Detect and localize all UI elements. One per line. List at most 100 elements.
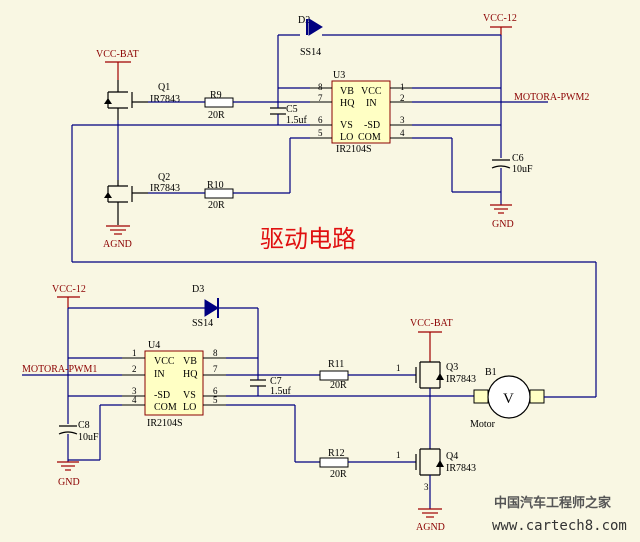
u4-right-pin-2-num: 6 bbox=[213, 386, 218, 396]
q4-gate-pin-num: 1 bbox=[396, 450, 401, 460]
mosfet-q4: Q4 IR7843 bbox=[415, 448, 476, 476]
gnd-bottom-label: GND bbox=[58, 477, 80, 488]
u4-left-pin-3-num: 4 bbox=[132, 395, 137, 405]
q3-gate-pin-num: 1 bbox=[396, 363, 401, 373]
u4-left-pin-2-num: 3 bbox=[132, 386, 137, 396]
u3-right-pin-1-name: IN bbox=[366, 98, 377, 109]
motora-pwm2-label: MOTORA-PWM2 bbox=[514, 92, 589, 103]
u4-right-pin-2-name: VS bbox=[183, 390, 196, 401]
r9-value: 20R bbox=[208, 110, 225, 121]
r11-value: 20R bbox=[330, 380, 347, 391]
u3-left-pin-2-name: VS bbox=[340, 120, 353, 131]
u4-right-pin-3-name: LO bbox=[183, 402, 196, 413]
u4-right-pin-1-name: HQ bbox=[183, 369, 198, 380]
u4-left-pin-0-name: VCC bbox=[154, 356, 175, 367]
mosfet-q1: Q1 IR7843 bbox=[104, 80, 180, 120]
resistor-r9: R9 20R bbox=[204, 90, 234, 121]
r9-ref: R9 bbox=[210, 90, 222, 101]
u3-right-pin-2-name: -SD bbox=[364, 120, 380, 131]
gnd-bottom-symbol: GND bbox=[57, 461, 80, 488]
gnd-top-symbol: GND bbox=[490, 204, 514, 230]
u4-right-pin-3-num: 5 bbox=[213, 395, 218, 405]
mosfet-q2: Q2 IR7843 bbox=[104, 172, 180, 225]
q3-value: IR7843 bbox=[446, 374, 476, 385]
u3-right-pin-1-num: 2 bbox=[400, 93, 405, 103]
resistor-r10: R10 20R bbox=[204, 180, 234, 211]
c8-value: 10uF bbox=[78, 432, 99, 443]
u4-part: IR2104S bbox=[147, 418, 183, 429]
u3-left-pin-1-name: HQ bbox=[340, 98, 355, 109]
b1-ref: B1 bbox=[485, 367, 497, 378]
capacitor-c5: C5 1.5uf bbox=[270, 104, 308, 126]
c8-ref: C8 bbox=[78, 420, 90, 431]
q2-ref: Q2 bbox=[158, 172, 170, 183]
u3-part: IR2104S bbox=[336, 144, 372, 155]
motor-b1: B1 V Motor bbox=[470, 367, 545, 430]
u4-right-pin-0-name: VB bbox=[183, 356, 197, 367]
diode-d3: D3 SS14 bbox=[192, 284, 219, 329]
c6-value: 10uF bbox=[512, 164, 533, 175]
q1-ref: Q1 bbox=[158, 82, 170, 93]
agnd-bottom-label: AGND bbox=[416, 522, 445, 533]
r12-value: 20R bbox=[330, 469, 347, 480]
agnd-top-symbol: AGND bbox=[103, 225, 132, 250]
watermark-cn: 中国汽车工程师之家 bbox=[494, 495, 612, 511]
u4-left-pin-1-num: 2 bbox=[132, 364, 137, 374]
c7-ref: C7 bbox=[270, 376, 282, 387]
vcc12-top-symbol: VCC-12 bbox=[483, 13, 517, 35]
vccbat-top-label: VCC-BAT bbox=[96, 49, 139, 60]
d2-ref: D2 bbox=[298, 15, 310, 26]
u3-left-pin-3-name: LO bbox=[340, 132, 353, 143]
u4-right-pin-0-num: 8 bbox=[213, 348, 218, 358]
motora-pwm1-label: MOTORA-PWM1 bbox=[22, 364, 97, 375]
vcc12-bottom-symbol: VCC-12 bbox=[52, 284, 86, 308]
u3-ref: U3 bbox=[333, 70, 345, 81]
u4-left-pin-3-name: COM bbox=[154, 402, 177, 413]
mosfet-q3: Q3 IR7843 bbox=[415, 361, 476, 389]
circuit-title: 驱动电路 bbox=[260, 225, 356, 253]
r10-value: 20R bbox=[208, 200, 225, 211]
capacitor-c6: C6 10uF bbox=[491, 153, 533, 175]
u4-left-pin-1-name: IN bbox=[154, 369, 165, 380]
c7-value: 1.5uf bbox=[270, 386, 292, 397]
q1-value: IR7843 bbox=[150, 94, 180, 105]
u3-left-pin-3-num: 5 bbox=[318, 128, 323, 138]
c5-value: 1.5uf bbox=[286, 115, 308, 126]
q4-ref: Q4 bbox=[446, 451, 458, 462]
u3-right-pin-0-num: 1 bbox=[400, 82, 405, 92]
capacitor-c8: C8 10uF bbox=[58, 420, 99, 443]
u3-left-pin-0-num: 8 bbox=[318, 82, 323, 92]
resistor-r11: R11 20R bbox=[319, 359, 349, 391]
r11-ref: R11 bbox=[328, 359, 344, 370]
ic-u3: U3 IR2104S VB HQ VS LO VCC IN -SD COM 8 … bbox=[318, 70, 405, 155]
diode-d2: D2 SS14 bbox=[298, 15, 323, 58]
q3-ref: Q3 bbox=[446, 362, 458, 373]
vcc12-top-label: VCC-12 bbox=[483, 13, 517, 24]
agnd-bottom-symbol: AGND bbox=[416, 508, 445, 533]
u3-right-pin-2-num: 3 bbox=[400, 115, 405, 125]
u3-left-pin-2-num: 6 bbox=[318, 115, 323, 125]
u3-left-pin-1-num: 7 bbox=[318, 93, 323, 103]
q4-value: IR7843 bbox=[446, 463, 476, 474]
capacitor-c7: C7 1.5uf bbox=[250, 376, 292, 397]
motor-symbol: V bbox=[503, 391, 514, 407]
u3-right-pin-3-num: 4 bbox=[400, 128, 405, 138]
b1-value: Motor bbox=[470, 419, 496, 430]
u4-right-pin-1-num: 7 bbox=[213, 364, 218, 374]
u3-right-pin-3-name: COM bbox=[358, 132, 381, 143]
watermark-url: www.cartech8.com bbox=[492, 518, 627, 534]
q4-source-pin-num: 3 bbox=[424, 482, 429, 492]
u4-ref: U4 bbox=[148, 340, 160, 351]
r12-ref: R12 bbox=[328, 448, 345, 459]
vccbat-top-symbol: VCC-BAT bbox=[96, 49, 139, 80]
u3-right-pin-0-name: VCC bbox=[361, 86, 382, 97]
c6-ref: C6 bbox=[512, 153, 524, 164]
vccbat-bottom-symbol: VCC-BAT bbox=[410, 318, 453, 362]
d2-value: SS14 bbox=[300, 47, 321, 58]
u3-left-pin-0-name: VB bbox=[340, 86, 354, 97]
agnd-top-label: AGND bbox=[103, 239, 132, 250]
d3-value: SS14 bbox=[192, 318, 213, 329]
vcc12-bottom-label: VCC-12 bbox=[52, 284, 86, 295]
q2-value: IR7843 bbox=[150, 183, 180, 194]
